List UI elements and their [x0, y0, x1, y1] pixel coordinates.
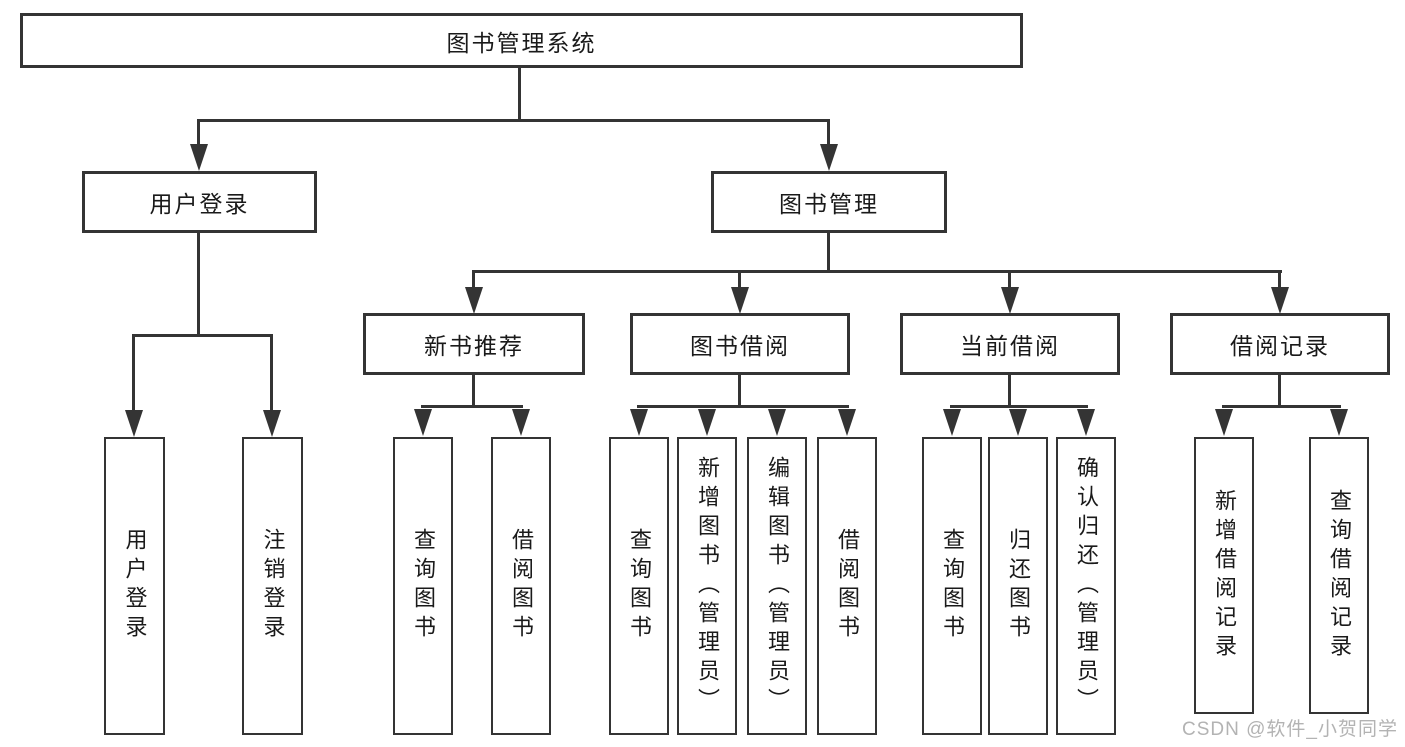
leaf-borrow-query-books: 查询图书 — [609, 437, 669, 735]
connector-drop-leaf-logout — [270, 334, 273, 412]
connector-drop-borrow-records — [1278, 270, 1281, 289]
node-current-borrowing: 当前借阅 — [900, 313, 1120, 375]
arrowhead-down-icon — [630, 409, 648, 436]
connector-book-borrow-stem — [738, 375, 741, 408]
connector-drop-leaf-user-login — [132, 334, 135, 412]
arrowhead-down-icon — [1215, 409, 1233, 436]
arrowhead-down-icon — [820, 144, 838, 171]
connector-book-mgmt-bar — [472, 270, 1282, 273]
connector-user-login-bar — [132, 334, 273, 337]
connector-root-stem — [518, 68, 521, 121]
connector-book-borrow-bar — [637, 405, 849, 408]
node-book-management: 图书管理 — [711, 171, 947, 233]
arrowhead-down-icon — [414, 409, 432, 436]
arrowhead-down-icon — [731, 287, 749, 314]
node-borrowing-records: 借阅记录 — [1170, 313, 1390, 375]
arrowhead-down-icon — [698, 409, 716, 436]
node-user-login: 用户登录 — [82, 171, 317, 233]
arrowhead-down-icon — [190, 144, 208, 171]
arrowhead-down-icon — [838, 409, 856, 436]
connector-book-mgmt-stem — [827, 233, 830, 273]
connector-root-bar — [197, 119, 830, 122]
connector-drop-book-borrow — [738, 270, 741, 289]
connector-new-book-stem — [472, 375, 475, 408]
connector-drop-user-login — [197, 119, 200, 146]
leaf-add-book-admin: 新增图书（管理员） — [677, 437, 737, 735]
watermark: CSDN @软件_小贺同学 — [1182, 719, 1398, 740]
arrowhead-down-icon — [1271, 287, 1289, 314]
arrowhead-down-icon — [943, 409, 961, 436]
leaf-user-login: 用户登录 — [104, 437, 165, 735]
node-book-borrowing: 图书借阅 — [630, 313, 850, 375]
arrowhead-down-icon — [768, 409, 786, 436]
arrowhead-down-icon — [125, 410, 143, 437]
arrowhead-down-icon — [512, 409, 530, 436]
node-new-book-recommendation: 新书推荐 — [363, 313, 585, 375]
leaf-query-borrow-record: 查询借阅记录 — [1309, 437, 1369, 714]
leaf-edit-book-admin: 编辑图书（管理员） — [747, 437, 807, 735]
arrowhead-down-icon — [263, 410, 281, 437]
connector-current-borrow-bar — [950, 405, 1088, 408]
leaf-recommend-borrow-books: 借阅图书 — [491, 437, 551, 735]
arrowhead-down-icon — [465, 287, 483, 314]
arrowhead-down-icon — [1330, 409, 1348, 436]
connector-current-borrow-stem — [1008, 375, 1011, 408]
leaf-recommend-query-books: 查询图书 — [393, 437, 453, 735]
arrowhead-down-icon — [1077, 409, 1095, 436]
leaf-return-books: 归还图书 — [988, 437, 1048, 735]
connector-drop-new-book — [472, 270, 475, 289]
connector-user-login-stem — [197, 233, 200, 337]
leaf-add-borrow-record: 新增借阅记录 — [1194, 437, 1254, 714]
connector-borrow-records-stem — [1278, 375, 1281, 408]
leaf-current-query-books: 查询图书 — [922, 437, 982, 735]
connector-drop-book-mgmt — [827, 119, 830, 146]
connector-borrow-records-bar — [1222, 405, 1341, 408]
leaf-borrow-books: 借阅图书 — [817, 437, 877, 735]
node-root: 图书管理系统 — [20, 13, 1023, 68]
arrowhead-down-icon — [1009, 409, 1027, 436]
connector-new-book-bar — [421, 405, 523, 408]
leaf-logout: 注销登录 — [242, 437, 303, 735]
arrowhead-down-icon — [1001, 287, 1019, 314]
leaf-confirm-return-admin: 确认归还（管理员） — [1056, 437, 1116, 735]
connector-drop-current-borrow — [1008, 270, 1011, 289]
